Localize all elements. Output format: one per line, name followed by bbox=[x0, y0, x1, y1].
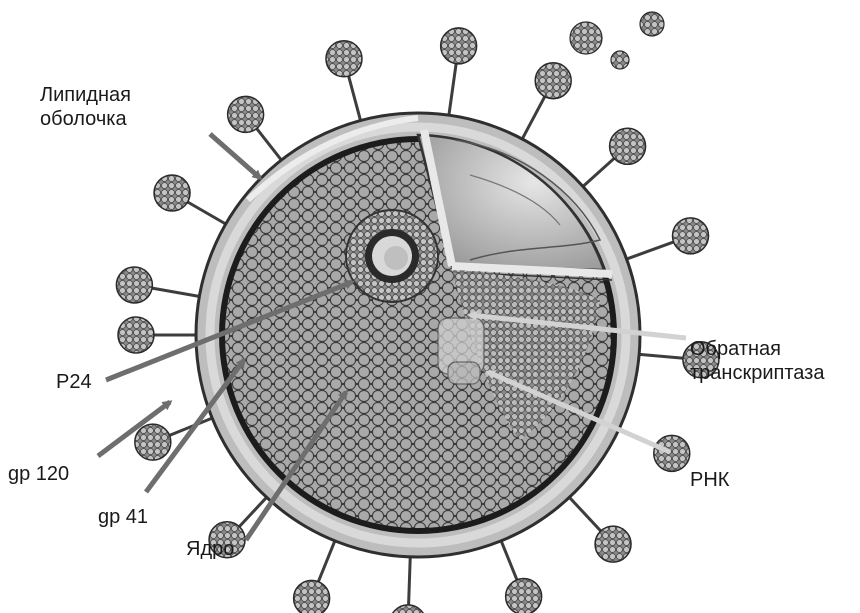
floating-spike-knob bbox=[640, 12, 664, 36]
label-p24: P24 bbox=[56, 370, 92, 394]
spike-knob bbox=[154, 175, 190, 211]
arrow-lipid-envelope bbox=[210, 134, 260, 178]
spike-knob bbox=[610, 128, 646, 164]
spike-knob bbox=[228, 96, 264, 132]
spike-knob bbox=[118, 317, 154, 353]
label-rnk: РНК bbox=[690, 468, 729, 492]
rna-rt-blob bbox=[438, 318, 484, 384]
virion-body bbox=[196, 113, 640, 557]
spike-knob bbox=[654, 435, 690, 471]
floating-spike-knob bbox=[611, 51, 629, 69]
spike-knob bbox=[535, 63, 571, 99]
spike-knob bbox=[595, 526, 631, 562]
label-gp41: gp 41 bbox=[98, 505, 148, 529]
label-gp120: gp 120 bbox=[8, 462, 69, 486]
spike-knob bbox=[116, 267, 152, 303]
spike-knob bbox=[673, 218, 709, 254]
spike-knob bbox=[326, 41, 362, 77]
label-core: Ядро bbox=[186, 537, 234, 561]
floating-spike-knob bbox=[570, 22, 602, 54]
spike-knob bbox=[441, 28, 477, 64]
spike-knob bbox=[135, 424, 171, 460]
spike-knob bbox=[506, 578, 542, 613]
spike-knob bbox=[390, 605, 426, 613]
label-reverse-transcriptase: Обратная транскриптаза bbox=[690, 337, 824, 385]
spike-knob bbox=[294, 580, 330, 613]
spike-stem bbox=[408, 553, 410, 613]
label-lipid-envelope: Липидная оболочка bbox=[40, 83, 131, 131]
